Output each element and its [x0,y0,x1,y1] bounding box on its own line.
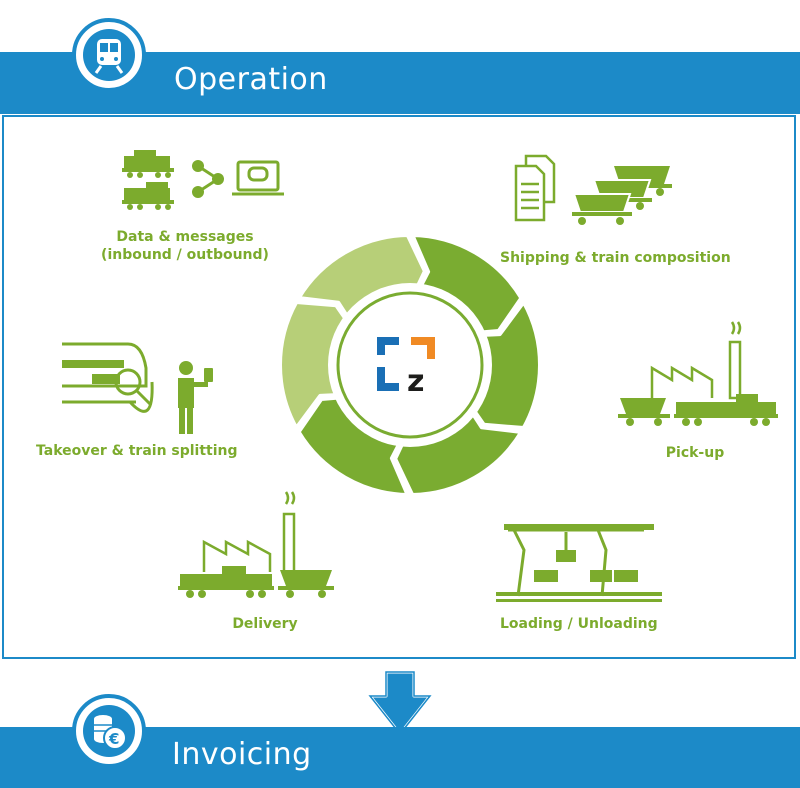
documents-wagons-icon [510,150,680,235]
svg-text:z: z [407,364,424,397]
person-magnifier-icon [58,338,228,438]
train-icon [83,29,135,81]
data-messages-line2: (inbound / outbound) [101,247,269,263]
delivery-label: Delivery [232,616,298,632]
gantry-crane-icon [494,520,664,605]
delivery-train-factory-icon [176,488,356,603]
operation-title: Operation [174,62,328,97]
takeover-label: Takeover & train splitting [36,443,238,459]
operation-badge [72,18,146,92]
pickup-label: Pick-up [665,445,725,461]
euro-coins-icon: € [83,705,135,757]
process-cycle [280,230,540,500]
invoicing-title: Invoicing [172,737,312,772]
svg-text:€: € [108,730,119,748]
loading-label: Loading / Unloading [500,616,658,632]
data-messages-label: Data & messages (inbound / outbound) [100,228,270,264]
logo-z-icon: z [373,333,443,397]
shipping-label: Shipping & train composition [500,250,731,266]
down-arrow-icon [364,668,436,740]
factory-train-icon [612,318,782,430]
data-messages-line1: Data & messages [116,229,254,245]
invoicing-badge: € [72,694,146,768]
locomotive-network-icon [118,148,298,210]
